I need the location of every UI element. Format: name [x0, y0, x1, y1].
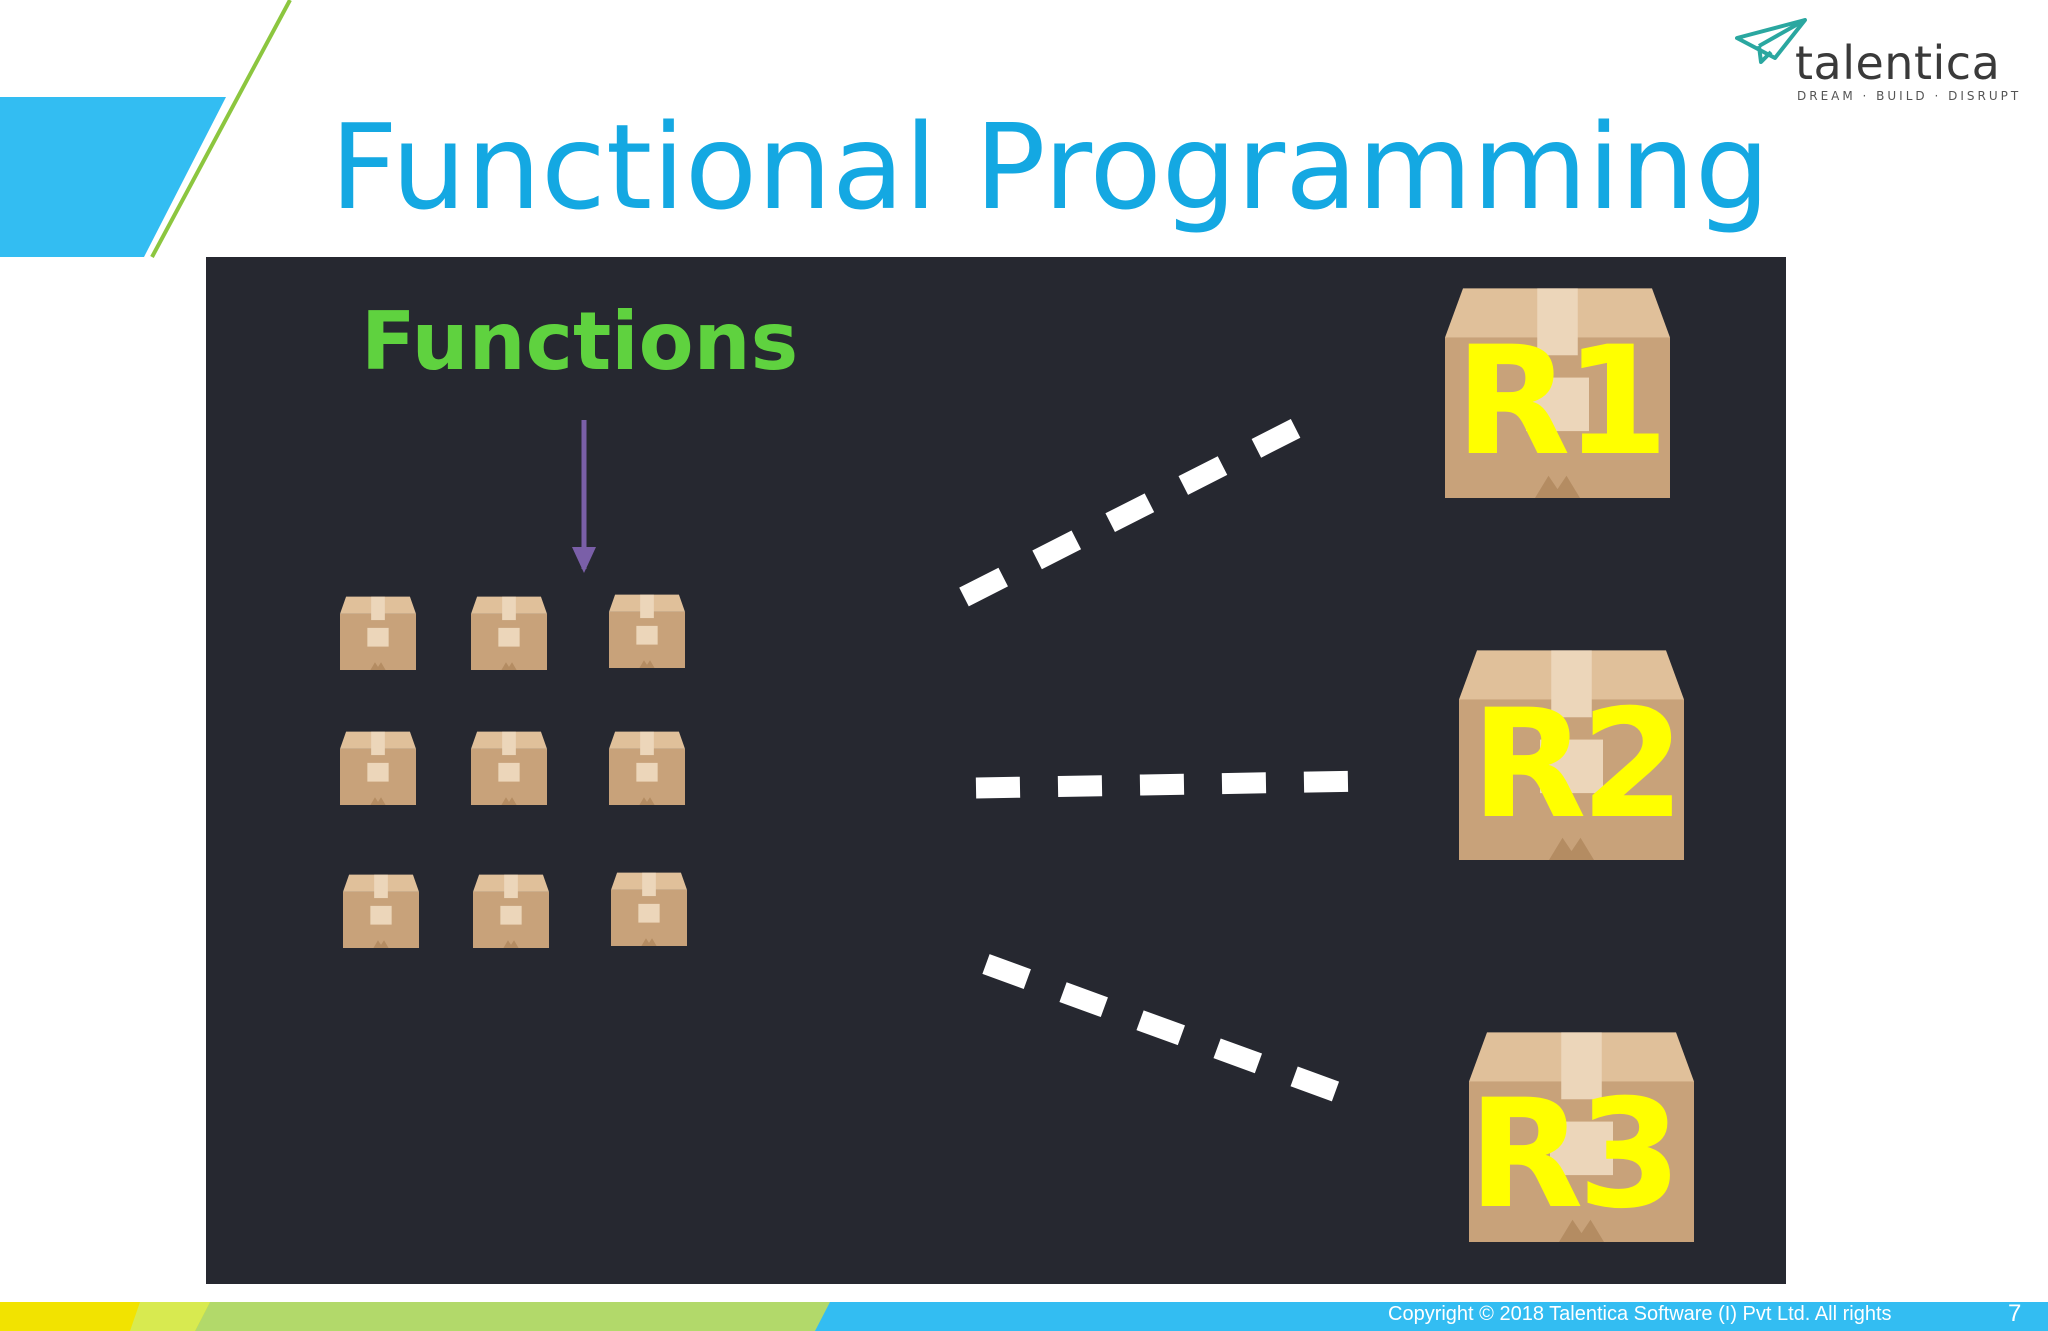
- functions-illustration: [340, 288, 1694, 1242]
- down-arrow-icon: [572, 420, 596, 573]
- functions-illustration-panel: Functions R1 R2 R3: [206, 257, 1786, 1284]
- cardboard-box-icon: [609, 731, 685, 805]
- result-label-r1: R1: [1455, 315, 1669, 489]
- talentica-logo: talentica DREAM · BUILD · DISRUPT: [1735, 18, 2025, 108]
- cardboard-box-icon: [471, 596, 547, 670]
- cardboard-box-icon: [611, 872, 687, 946]
- paper-plane-icon: [1735, 18, 1807, 64]
- header-accent-shape: [0, 97, 226, 257]
- functions-label: Functions: [361, 295, 799, 388]
- copyright-text: Copyright © 2018 Talentica Software (I) …: [1388, 1303, 1892, 1325]
- cardboard-box-icon: [343, 874, 419, 948]
- dashed-line-connector: [959, 407, 1367, 1109]
- cardboard-box-icon: [340, 731, 416, 805]
- cardboard-box-icon: [473, 874, 549, 948]
- function-boxes: [340, 594, 687, 948]
- logo-wordmark: talentica: [1795, 36, 2001, 90]
- page-title: Functional Programming: [330, 98, 1770, 236]
- footer-bar: [0, 1302, 2048, 1331]
- cardboard-box-icon: [340, 596, 416, 670]
- result-label-r3: R3: [1468, 1068, 1682, 1242]
- cardboard-box-icon: [609, 594, 685, 668]
- result-label-r2: R2: [1471, 678, 1685, 852]
- logo-tagline: DREAM · BUILD · DISRUPT: [1797, 89, 2022, 103]
- cardboard-box-icon: [471, 731, 547, 805]
- page-number: 7: [2008, 1300, 2022, 1327]
- header-accent-line: [150, 0, 292, 258]
